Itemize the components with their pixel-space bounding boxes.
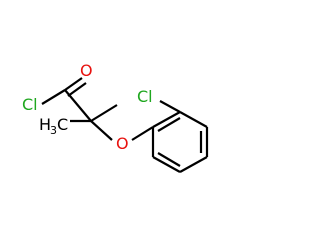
atom-labels: Cl O H 3 C O Cl [22,61,153,153]
ring-bond-4 [179,156,208,173]
bond-acyl-quaternary [64,89,92,122]
atom-methyl-subscript: 3 [50,124,57,137]
ring-bond-2 [179,111,208,128]
ring-bond-5 [152,156,181,173]
bond-quaternary-ether-o [90,120,113,141]
atom-ether-o: O [116,134,129,153]
bond-quaternary-methyl-right [90,104,118,122]
bond-cl-acyl [41,89,66,105]
bonds [41,77,209,173]
atom-methyl-c: C [57,115,68,134]
ring-bond-1 [152,111,181,128]
bond-carbonyl-double-1 [64,77,83,91]
molecule-structure: Cl O H 3 C O Cl [22,61,209,173]
atom-carbonyl-o: O [80,61,93,80]
atom-cl-aryl: Cl [137,87,153,106]
bond-ether-o-aryl [131,126,154,141]
ring-inner-bond-1 [157,117,181,132]
ring-inner-bond-3 [157,152,181,167]
atom-methyl-h: H [39,115,51,134]
bond-aryl-cl [159,100,181,113]
atom-cl-acyl: Cl [22,95,38,114]
bond-carbonyl-double-2 [67,82,87,97]
